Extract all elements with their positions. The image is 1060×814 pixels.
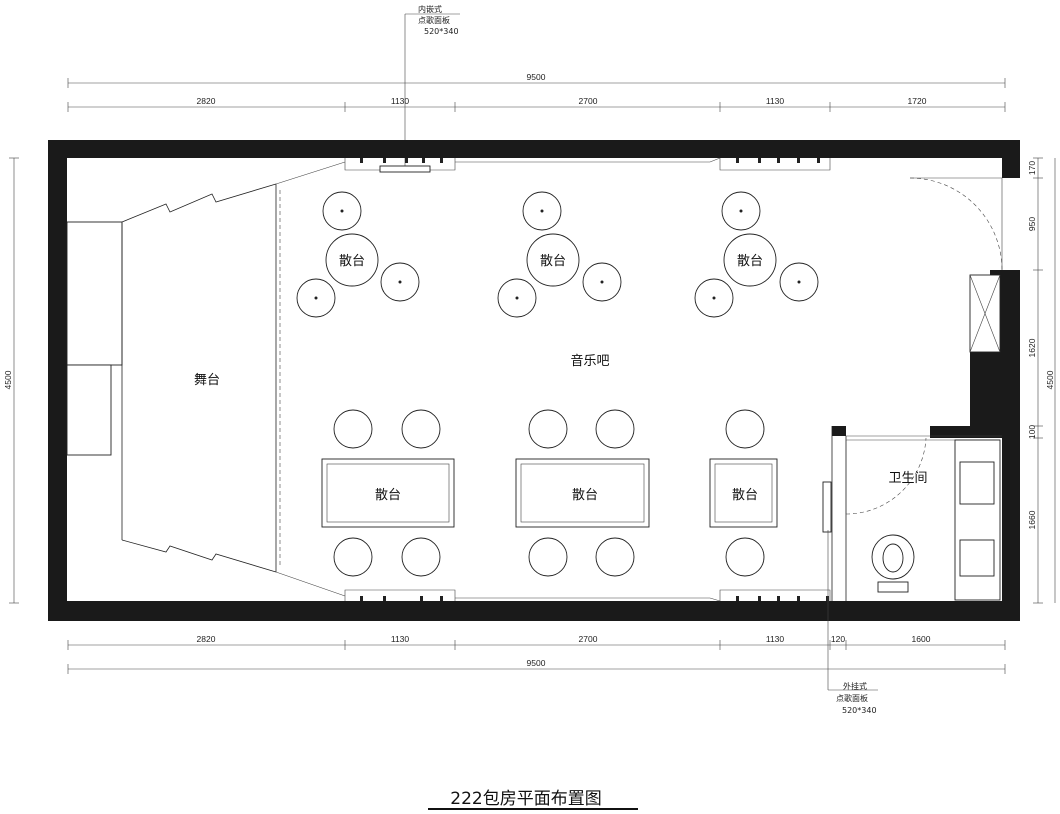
embedded-panel-label-3: 520*340 — [424, 27, 459, 36]
music-bar-label: 音乐吧 — [570, 353, 609, 369]
right-segment-2: 950 — [1027, 217, 1037, 231]
top-wall-fittings — [344, 157, 831, 173]
top-dimensions: 9500 2820 1130 2700 1130 1720 — [67, 72, 1006, 112]
top-segment-2: 1130 — [391, 96, 410, 106]
wall-panel-label-2: 点歌面板 — [836, 693, 868, 703]
right-segment-3: 1620 — [1027, 338, 1037, 357]
round-table-cluster-mid: 散台 — [497, 191, 622, 318]
rect-table — [709, 458, 778, 528]
outer-walls — [48, 140, 1020, 621]
rect-table — [515, 458, 650, 528]
round-table — [526, 233, 580, 287]
round-table-label: 散台 — [339, 254, 365, 269]
wall-panel-label-1: 外挂式 — [843, 681, 867, 691]
stage-label: 舞台 — [194, 373, 220, 388]
right-dimensions: 170 950 1620 100 1660 4500 — [1027, 157, 1056, 604]
bottom-segment-4: 1130 — [766, 634, 785, 644]
bottom-dimensions: 2820 1130 2700 1130 120 1600 9500 — [67, 634, 1006, 674]
bottom-segment-5: 120 — [831, 634, 845, 644]
rect-table-cluster-right: 散台 — [709, 409, 778, 577]
round-table-cluster-right: 散台 — [694, 191, 819, 318]
bottom-segment-2: 1130 — [391, 634, 410, 644]
wall-panel-label-3: 520*340 — [842, 706, 877, 715]
wall-panel-annotation: 外挂式 点歌面板 520*340 — [827, 530, 878, 715]
right-segment-5: 1660 — [1027, 510, 1037, 529]
bottom-wall-fittings — [344, 589, 831, 602]
shower-box — [969, 274, 1001, 353]
wall-song-panel — [822, 481, 832, 533]
round-table — [723, 233, 777, 287]
restroom: 卫生间 — [822, 426, 1002, 601]
entrance-door — [909, 177, 1003, 271]
rect-table-label: 散台 — [375, 488, 401, 503]
round-table-label: 散台 — [540, 254, 566, 269]
round-table — [325, 233, 379, 287]
top-total-dimension: 9500 — [527, 72, 546, 82]
page-title: 222包房平面布置图 — [450, 789, 601, 809]
rect-table-cluster-left: 散台 — [321, 409, 455, 577]
stage-area: 舞台 — [66, 161, 346, 597]
right-total-dimension: 4500 — [1045, 370, 1055, 389]
round-table-cluster-left: 散台 — [296, 191, 420, 318]
embedded-panel-label-2: 点歌面板 — [418, 15, 450, 25]
rect-table — [321, 458, 455, 528]
top-segment-4: 1130 — [766, 96, 785, 106]
drawing-title: 222包房平面布置图 — [428, 789, 638, 810]
round-table-label: 散台 — [737, 254, 763, 269]
bottom-segment-3: 2700 — [579, 634, 598, 644]
left-dimensions: 4500 — [3, 157, 19, 604]
right-segment-4: 100 — [1027, 425, 1037, 439]
right-segment-1: 170 — [1027, 161, 1037, 175]
restroom-label: 卫生间 — [888, 471, 927, 486]
bottom-segment-6: 1600 — [912, 634, 931, 644]
left-total-dimension: 4500 — [3, 370, 13, 389]
rect-table-label: 散台 — [732, 488, 758, 503]
embedded-panel-label-1: 内嵌式 — [418, 4, 442, 14]
bottom-total-dimension: 9500 — [527, 658, 546, 668]
top-segment-3: 2700 — [579, 96, 598, 106]
rect-table-cluster-mid: 散台 — [515, 409, 650, 577]
rect-table-label: 散台 — [572, 488, 598, 503]
top-segment-5: 1720 — [908, 96, 927, 106]
top-segment-1: 2820 — [197, 96, 216, 106]
embedded-song-panel — [379, 165, 431, 173]
bottom-segment-1: 2820 — [197, 634, 216, 644]
